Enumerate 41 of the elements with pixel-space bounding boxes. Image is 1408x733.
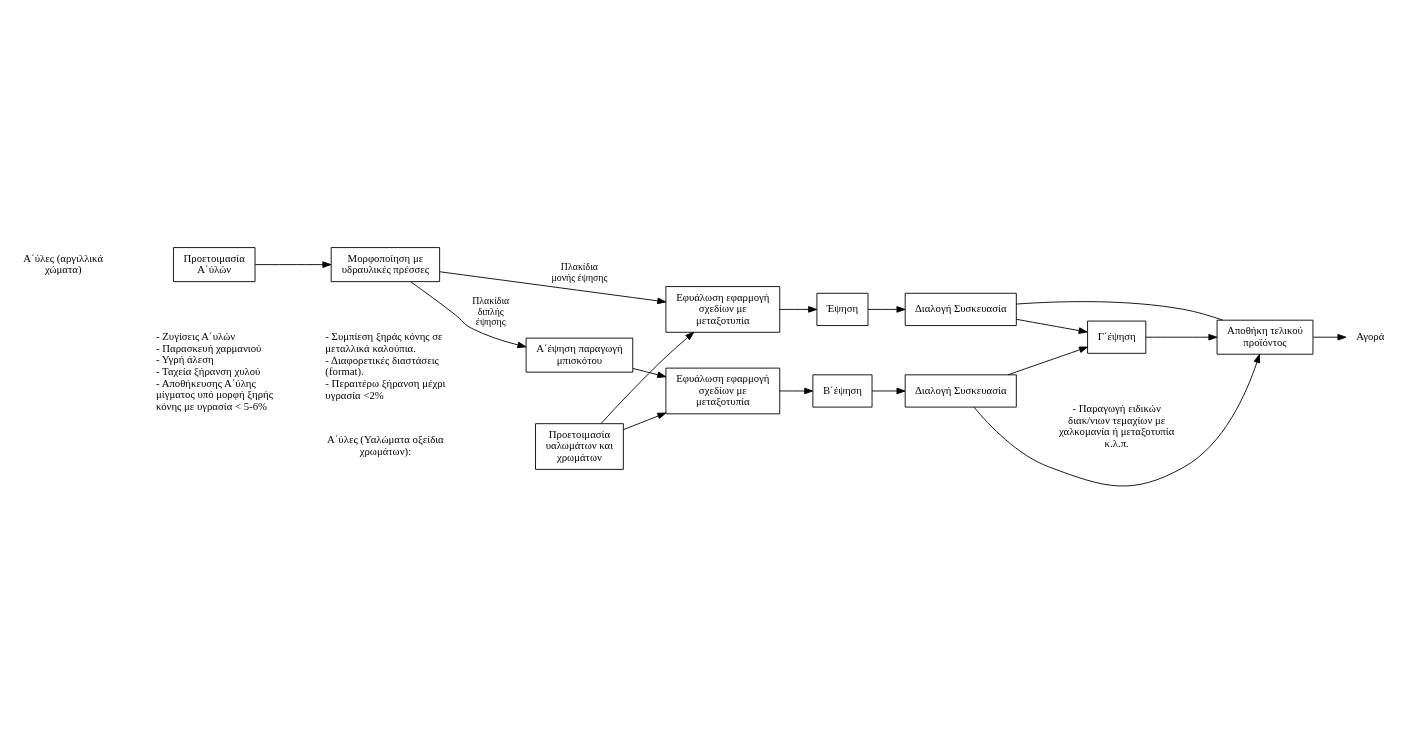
node-box: Προετοιμασία Α΄ύλών — [173, 246, 256, 282]
node-box: Μορφοποίηση με υδραυλικές πρέσσες — [330, 246, 441, 282]
edge-label: Πλακίδια μονής έψησης — [551, 260, 608, 283]
node-label: - Διαφορετικές διαστάσεις (format). — [325, 353, 439, 377]
arrow — [600, 331, 695, 424]
node-box: Γ΄έψηση — [1087, 320, 1147, 354]
label: - Παραγωγή ειδικών διακ/νιων τεμαχίων με χαλκομανία ή μεταξοτυπία κ.λ.π. — [1059, 401, 1175, 449]
arrow — [410, 280, 527, 348]
node-box: Έψηση — [816, 292, 869, 326]
node-text: Αγορά — [1356, 329, 1385, 342]
node-label: - Ταχεία ξήρανση χυλού — [155, 364, 261, 377]
arrow — [1015, 318, 1088, 334]
node-box: Προετοιμασία υαλωμάτων και χρωμάτων — [535, 422, 624, 470]
arrow — [439, 270, 667, 304]
arrow — [1007, 346, 1088, 375]
label: Α΄ύλες (αργιλλικά χώματα) — [23, 251, 104, 275]
node-box: Α΄έψηση παραγωγή μπισκότου — [525, 337, 634, 373]
arrow — [871, 387, 906, 394]
arrow — [632, 367, 667, 378]
edge-label: Πλακίδια διπλής έψησης — [472, 294, 510, 327]
arrow — [254, 260, 332, 268]
node-label: - Παρασκευή χαρμανιού — [155, 341, 262, 354]
node-box: Αποθήκη τελικού προϊόντος — [1216, 319, 1314, 355]
arrow — [973, 353, 1261, 486]
node-box: Β΄έψηση — [812, 373, 873, 408]
label: Α΄ύλες (Υαλώματα οξείδια χρωμάτων): — [327, 432, 444, 457]
arrow — [867, 305, 906, 313]
node-box: Διαλογή Συσκευασία — [904, 292, 1017, 326]
arrow — [1312, 333, 1347, 340]
arrow — [623, 412, 667, 430]
node-box: Εφυάλωση εφαρμογή σχεδίων με μεταξοτυπία — [665, 285, 781, 333]
arrow — [779, 305, 818, 313]
node-label: - Συμπίεση ξηράς κόνης σε μεταλλικά καλούπια. — [325, 329, 443, 354]
node-box: Εφυάλωση εφαρμογή σχεδίων με μεταξοτυπία — [665, 367, 781, 414]
node-label: - Αποθήκευσης Α΄ύλης μίγματος υπό μορφή ξηρής κόνης με υγρασία < 5-6% — [155, 376, 273, 412]
node-box: Διαλογή Συσκευασία — [904, 373, 1017, 408]
node-label: - Ζυγίσεις Α΄υλών — [155, 329, 236, 342]
arrow — [1145, 333, 1218, 340]
connector — [1016, 300, 1224, 321]
node-label: - Περαιτέρω ξήρανση μέχρι υγρασία <2% — [325, 376, 446, 401]
arrow — [779, 387, 814, 394]
